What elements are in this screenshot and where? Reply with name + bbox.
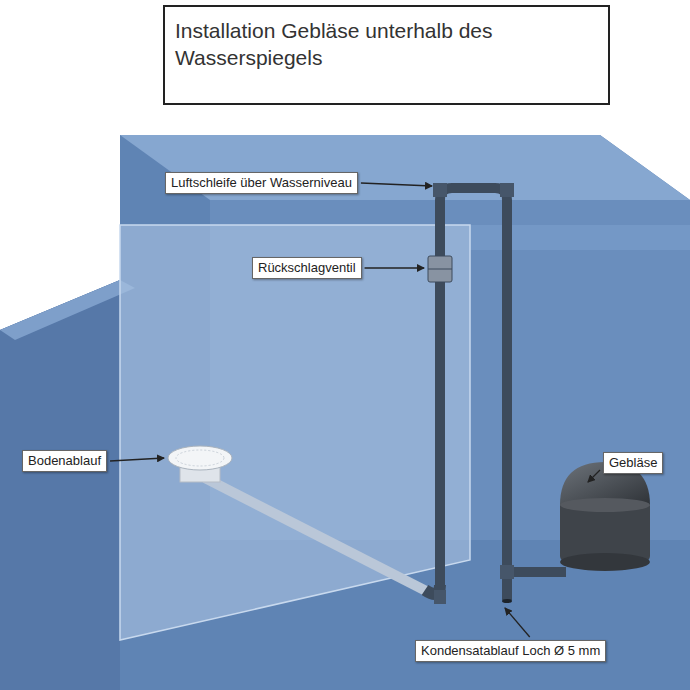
title-box: Installation Gebläse unterhalb des Wasse… xyxy=(163,5,610,105)
part-label: Gebläse xyxy=(603,452,663,474)
part-label: Bodenablauf xyxy=(22,450,107,472)
part-label: Kondensatablauf Loch Ø 5 mm xyxy=(415,640,606,662)
title-text: Installation Gebläse unterhalb des Wasse… xyxy=(175,17,565,72)
part-label: Rückschlagventil xyxy=(252,257,362,279)
leader-line xyxy=(110,458,164,461)
leader-line xyxy=(505,608,530,637)
leader-line xyxy=(361,183,432,186)
part-label: Luftschleife über Wasserniveau xyxy=(165,172,358,194)
leader-line xyxy=(588,470,600,482)
leader-line xyxy=(365,267,424,268)
